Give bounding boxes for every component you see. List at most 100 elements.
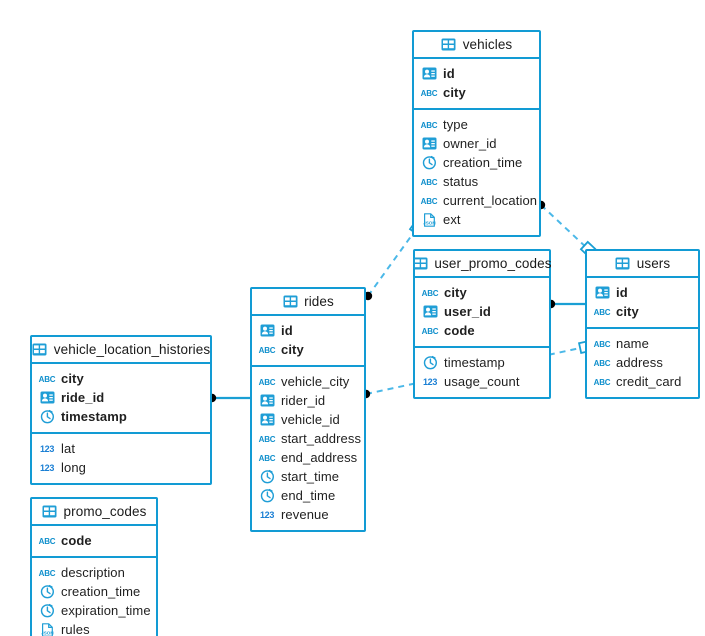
table-title: promo_codes xyxy=(63,504,147,519)
table-header-rides[interactable]: rides xyxy=(252,289,364,316)
table-header-promo_codes[interactable]: promo_codes xyxy=(32,499,156,526)
abc-icon: ABC xyxy=(420,177,438,187)
abc-icon: ABC xyxy=(421,326,439,336)
field-row-start_address[interactable]: ABC start_address xyxy=(252,429,364,448)
field-row-user_id[interactable]: user_id xyxy=(415,302,549,321)
field-label: city xyxy=(61,371,84,386)
field-row-description[interactable]: ABC description xyxy=(32,563,156,582)
id-card-icon xyxy=(259,393,275,409)
clock-icon xyxy=(39,603,55,619)
field-row-expiration_time[interactable]: expiration_time xyxy=(32,601,156,620)
field-label: code xyxy=(61,533,92,548)
relationship-user_promo_codes-to-users[interactable] xyxy=(546,299,585,309)
field-row-creation_time[interactable]: creation_time xyxy=(414,153,539,172)
field-row-id[interactable]: id xyxy=(252,321,364,340)
id-card-icon xyxy=(422,304,438,320)
abc-icon: ABC xyxy=(593,377,611,387)
field-row-timestamp[interactable]: timestamp xyxy=(415,353,549,372)
field-label: type xyxy=(443,117,468,132)
field-label: city xyxy=(281,342,304,357)
123-icon: 123 xyxy=(39,463,55,473)
table-header-vehicles[interactable]: vehicles xyxy=(414,32,539,59)
table-header-user_promo_codes[interactable]: user_promo_codes xyxy=(412,251,551,278)
field-label: city xyxy=(443,85,466,100)
field-label: creation_time xyxy=(61,584,141,599)
field-row-status[interactable]: ABC status xyxy=(414,172,539,191)
field-row-vehicle_id[interactable]: vehicle_id xyxy=(252,410,364,429)
abc-icon: ABC xyxy=(38,568,56,578)
field-label: status xyxy=(443,174,479,189)
table-icon xyxy=(42,504,58,520)
id-card-icon xyxy=(421,66,437,82)
field-row-ext[interactable]: JSON ext xyxy=(414,210,539,229)
field-label: start_address xyxy=(281,431,362,446)
field-label: city xyxy=(616,304,639,319)
field-row-vehicle_city[interactable]: ABC vehicle_city xyxy=(252,372,364,391)
field-row-credit_card[interactable]: ABC credit_card xyxy=(587,372,698,391)
relationship-line xyxy=(540,204,589,250)
table-header-vehicle_location_histories[interactable]: vehicle_location_histories xyxy=(32,337,210,364)
field-row-id[interactable]: id xyxy=(587,283,698,302)
field-row-owner_id[interactable]: owner_id xyxy=(414,134,539,153)
field-row-rider_id[interactable]: rider_id xyxy=(252,391,364,410)
abc-icon: ABC xyxy=(421,288,439,298)
field-row-end_time[interactable]: end_time xyxy=(252,486,364,505)
field-label: description xyxy=(61,565,125,580)
table-header-users[interactable]: users xyxy=(587,251,698,278)
abc-icon: ABC xyxy=(420,196,438,206)
abc-icon: ABC xyxy=(593,339,611,349)
table-icon xyxy=(441,37,457,53)
field-label: credit_card xyxy=(616,374,682,389)
relationship-vehicles-to-users[interactable] xyxy=(536,200,597,258)
table-title: vehicle_location_histories xyxy=(53,342,211,357)
clock-icon xyxy=(39,584,55,600)
field-row-ride_id[interactable]: ride_id xyxy=(32,388,210,407)
abc-icon: ABC xyxy=(258,434,276,444)
field-row-address[interactable]: ABC address xyxy=(587,353,698,372)
field-row-rules[interactable]: JSON rules xyxy=(32,620,156,636)
123-icon: 123 xyxy=(422,377,438,387)
field-label: expiration_time xyxy=(61,603,151,618)
field-row-creation_time[interactable]: creation_time xyxy=(32,582,156,601)
table-icon xyxy=(412,256,428,272)
field-label: revenue xyxy=(281,507,329,522)
field-row-start_time[interactable]: start_time xyxy=(252,467,364,486)
field-label: timestamp xyxy=(444,355,505,370)
abc-icon: ABC xyxy=(593,358,611,368)
field-label: owner_id xyxy=(443,136,497,151)
abc-icon: ABC xyxy=(258,377,276,387)
field-label: ride_id xyxy=(61,390,105,405)
table-icon xyxy=(615,256,631,272)
field-row-id[interactable]: id xyxy=(414,64,539,83)
field-label: vehicle_id xyxy=(281,412,340,427)
field-label: address xyxy=(616,355,663,370)
field-label: vehicle_city xyxy=(281,374,350,389)
field-row-timestamp[interactable]: timestamp xyxy=(32,407,210,426)
relationship-vehicle_location_histories-to-rides[interactable] xyxy=(207,393,250,403)
